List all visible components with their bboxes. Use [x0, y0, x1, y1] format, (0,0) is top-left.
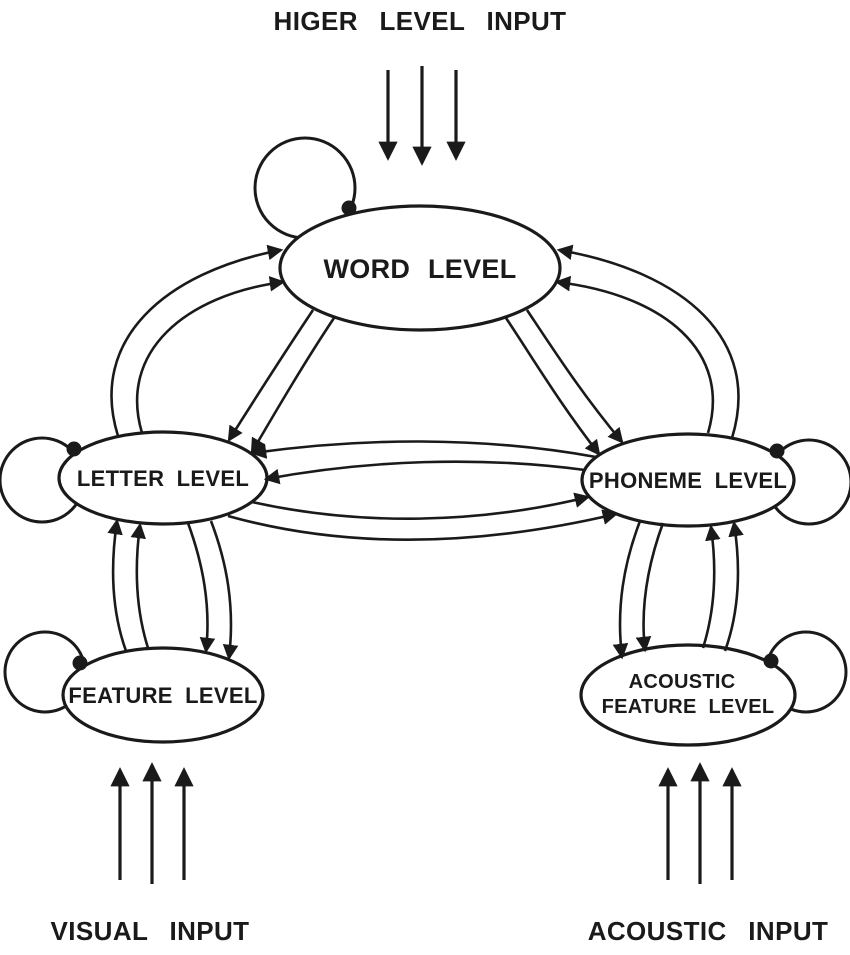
phoneme-level-label: PHONEME LEVEL [589, 468, 787, 493]
acoustic-feature-loop-dot [763, 653, 779, 669]
edges-phoneme-acoustic-feature [612, 520, 744, 660]
edge-phoneme-to-acoustic-1 [635, 522, 665, 653]
edge-phoneme-to-word-2 [554, 275, 715, 434]
phoneme-loop-dot [769, 443, 785, 459]
edge-feature-to-letter-1 [107, 518, 128, 652]
feature-loop-dot [72, 655, 88, 671]
edge-phoneme-to-letter-1 [250, 440, 597, 459]
acoustic-input-label: ACOUSTIC INPUT [588, 916, 829, 946]
edge-letter-to-word-2 [135, 276, 286, 434]
letter-loop-dot [66, 441, 82, 457]
acoustic-feature-label-line2: FEATURE LEVEL [602, 696, 775, 718]
edge-letter-to-phoneme-2 [227, 509, 619, 542]
letter-level-label: LETTER LEVEL [77, 466, 249, 491]
edge-letter-to-feature-1 [186, 522, 216, 654]
phoneme-level-node [580, 432, 796, 528]
feature-level-node [61, 646, 265, 744]
feature-level-label: FEATURE LEVEL [68, 683, 257, 708]
acoustic-input-arrows [658, 762, 742, 884]
edge-word-to-phoneme-1 [525, 309, 624, 444]
higher-level-input-arrows [378, 66, 466, 166]
edge-word-to-letter-2 [250, 317, 336, 455]
acoustic-feature-level-label: ACOUSTIC FEATURE LEVEL [602, 671, 775, 718]
higher-level-input-label: HIGER LEVEL INPUT [274, 6, 567, 36]
edges-word-phoneme [504, 244, 740, 456]
edge-letter-to-word-1 [110, 244, 284, 437]
edge-acoustic-to-phoneme-1 [723, 520, 744, 652]
edge-phoneme-to-word-1 [556, 244, 740, 439]
edges-word-letter [110, 244, 336, 455]
edge-letter-to-phoneme-1 [251, 492, 591, 521]
edge-phoneme-to-acoustic-2 [612, 520, 642, 660]
edge-acoustic-to-phoneme-2 [701, 524, 721, 649]
visual-input-label: VISUAL INPUT [51, 916, 250, 946]
acoustic-feature-level-node [579, 643, 797, 747]
edge-word-to-letter-1 [227, 309, 315, 442]
edge-letter-to-feature-2 [209, 520, 239, 661]
edges-letter-phoneme [227, 440, 619, 542]
edge-phoneme-to-letter-2 [263, 460, 586, 485]
word-level-label: WORD LEVEL [324, 254, 517, 284]
word-level-node [278, 204, 562, 332]
acoustic-feature-label-line1: ACOUSTIC [629, 671, 736, 693]
edge-feature-to-letter-2 [130, 522, 150, 649]
word-loop-dot [341, 200, 357, 216]
edge-word-to-phoneme-2 [504, 317, 601, 456]
edges-letter-feature [107, 518, 239, 661]
visual-input-arrows [110, 762, 194, 884]
